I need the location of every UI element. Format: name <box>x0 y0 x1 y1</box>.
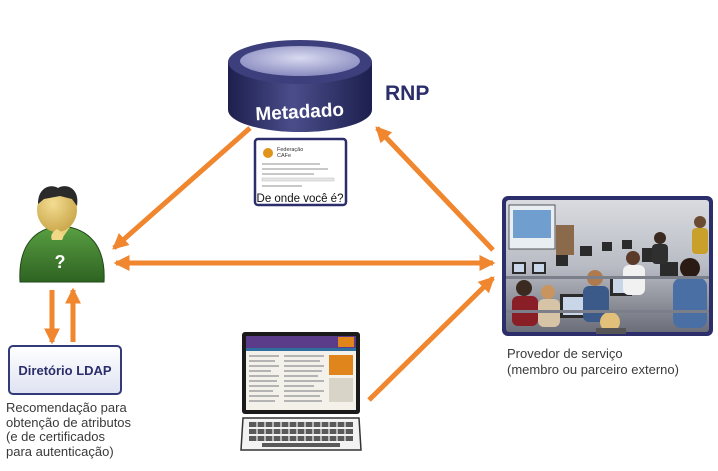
laptop-icon <box>240 332 362 451</box>
service-provider-caption-line: Provedor de serviço <box>507 346 623 361</box>
metadata-label: Metadado <box>255 100 345 126</box>
service-provider-caption: Provedor de serviço (membro ou parceiro … <box>507 346 679 378</box>
user-icon: ? <box>19 186 105 283</box>
card-heading-1: Federação <box>277 147 303 153</box>
cafe-logo-icon <box>263 148 273 158</box>
arrow-laptop-to-provider <box>367 276 495 402</box>
user-question-mark: ? <box>55 252 66 272</box>
rnp-label: RNP <box>385 82 429 105</box>
arrow-provider-to-metadata <box>375 126 495 252</box>
card-question: De onde você é? <box>257 193 344 205</box>
ldap-caption-line: obtenção de atributos <box>6 414 132 430</box>
ldap-directory-box: Diretório LDAP <box>8 345 122 395</box>
arrows <box>43 126 496 402</box>
ldap-caption: Recomendação para obtenção de atributos … <box>6 400 132 459</box>
service-provider-caption-line: (membro ou parceiro externo) <box>507 362 679 377</box>
discovery-card: Federação CAFe De onde você é? <box>253 137 348 207</box>
ldap-caption-line: para autenticação) <box>6 443 114 459</box>
card-heading-2: CAFe <box>277 153 291 159</box>
database-icon: Metadado <box>228 40 372 132</box>
arrow-metadata-to-user <box>112 126 252 250</box>
ldap-caption-line: (e de certificados <box>6 429 105 444</box>
classroom-photo <box>502 196 713 336</box>
ldap-caption-line: Recomendação para <box>6 400 127 415</box>
